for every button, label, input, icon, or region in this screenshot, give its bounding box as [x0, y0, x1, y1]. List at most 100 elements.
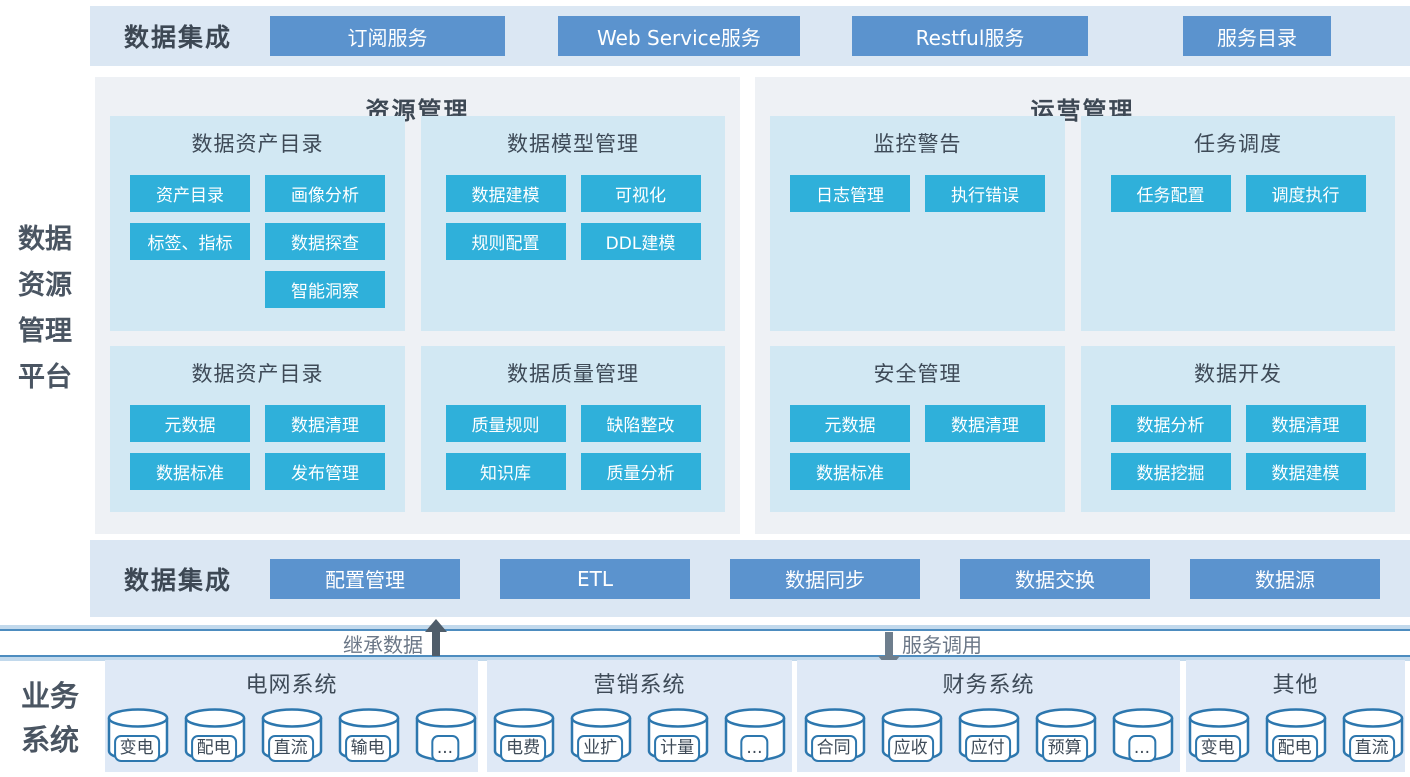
top-service-button[interactable]: 订阅服务	[270, 16, 505, 56]
database-row: 变电配电直流输电...	[105, 707, 478, 763]
business-label-line: 系统	[20, 723, 79, 757]
section-card: 数据资产目录元数据数据清理数据标准发布管理	[110, 346, 405, 512]
module-button[interactable]: 数据清理	[1245, 405, 1366, 442]
system-module-label: 计量	[654, 735, 701, 762]
module-button[interactable]: 执行错误	[925, 175, 1045, 212]
section-title: 数据开发	[1194, 362, 1282, 386]
panel-resource-management: 资源管理 数据资产目录资产目录画像分析标签、指标数据探查智能洞察数据模型管理数据…	[95, 77, 740, 534]
module-button[interactable]: 可视化	[580, 175, 701, 212]
database-cylinder-icon: ...	[414, 707, 478, 763]
business-group: 财务系统合同应收应付预算...	[797, 660, 1180, 772]
module-button[interactable]: 画像分析	[265, 175, 385, 212]
top-service-button[interactable]: 服务目录	[1183, 16, 1331, 56]
module-button[interactable]: 元数据	[790, 405, 910, 442]
database-cylinder-icon: 预算	[1034, 707, 1098, 763]
module-button[interactable]: DDL建模	[580, 223, 701, 260]
module-button[interactable]: 质量分析	[580, 453, 701, 490]
module-row: 资产目录画像分析	[130, 175, 385, 212]
module-button[interactable]: 数据挖掘	[1110, 453, 1231, 490]
module-row: 数据标准发布管理	[130, 453, 385, 490]
arrow-down-stem	[885, 631, 893, 656]
module-rows: 质量规则缺陷整改知识库质量分析	[421, 405, 725, 490]
system-module-label: 应收	[887, 735, 934, 762]
module-rows: 任务配置调度执行	[1081, 175, 1395, 212]
panel-title: 运营管理	[1030, 97, 1135, 125]
database-row: 电费业扩计量...	[487, 707, 792, 763]
integration-module-button[interactable]: 配置管理	[270, 558, 460, 599]
module-button[interactable]: 知识库	[445, 453, 566, 490]
resource-section-grid: 数据资产目录资产目录画像分析标签、指标数据探查智能洞察数据模型管理数据建模可视化…	[110, 116, 725, 512]
arrow-up-icon	[425, 618, 447, 656]
database-cylinder-icon: 变电	[106, 707, 170, 763]
system-module-label: 预算	[1041, 735, 1088, 762]
module-button[interactable]: 数据标准	[790, 453, 910, 490]
data-bus-divider: 继承数据 服务调用	[0, 618, 1410, 669]
top-service-button[interactable]: Web Service服务	[558, 16, 800, 56]
module-row: 数据标准	[790, 453, 1045, 490]
system-module-label: ...	[1127, 735, 1157, 762]
module-button[interactable]: 缺陷整改	[580, 405, 701, 442]
integration-module-button[interactable]: 数据源	[1190, 558, 1380, 599]
integration-module-button[interactable]: 数据交换	[960, 558, 1150, 599]
database-cylinder-icon: 计量	[646, 707, 710, 763]
business-group-title: 电网系统	[245, 673, 338, 698]
business-group-title: 财务系统	[942, 673, 1035, 698]
system-module-label: 变电	[113, 735, 160, 762]
module-button[interactable]: 日志管理	[790, 175, 910, 212]
integration-module-button[interactable]: ETL	[500, 558, 690, 599]
module-button[interactable]: 数据建模	[445, 175, 566, 212]
module-row: 元数据数据清理	[130, 405, 385, 442]
arrow-up-stem	[432, 631, 440, 656]
module-button[interactable]: 数据建模	[1245, 453, 1366, 490]
database-cylinder-icon: 业扩	[569, 707, 633, 763]
module-button[interactable]: 调度执行	[1245, 175, 1366, 212]
integration-module-button[interactable]: 数据同步	[730, 558, 920, 599]
module-button[interactable]: 元数据	[130, 405, 250, 442]
top-service-button[interactable]: Restful服务	[852, 16, 1088, 56]
operation-section-grid: 监控警告日志管理执行错误任务调度任务配置调度执行安全管理元数据数据清理数据标准数…	[770, 116, 1395, 512]
module-row: 数据挖掘数据建模	[1110, 453, 1366, 490]
module-button[interactable]: 任务配置	[1110, 175, 1231, 212]
module-button[interactable]: 智能洞察	[265, 271, 385, 308]
system-module-label: 业扩	[577, 735, 624, 762]
section-card: 监控警告日志管理执行错误	[770, 116, 1065, 331]
module-rows: 数据分析数据清理数据挖掘数据建模	[1081, 405, 1395, 490]
module-button[interactable]: 规则配置	[445, 223, 566, 260]
module-rows: 数据建模可视化规则配置 DDL建模	[421, 175, 725, 260]
module-rows: 资产目录画像分析标签、指标数据探查智能洞察	[110, 175, 405, 308]
module-button[interactable]: 数据探查	[265, 223, 385, 260]
platform-title: 数据资源管理平台	[0, 77, 90, 534]
section-title: 数据模型管理	[507, 132, 639, 156]
database-row: 变电配电直流	[1186, 707, 1405, 763]
module-row: 元数据数据清理	[790, 405, 1045, 442]
module-button[interactable]: 资产目录	[130, 175, 250, 212]
module-button[interactable]: 数据清理	[265, 405, 385, 442]
module-button[interactable]: 发布管理	[265, 453, 385, 490]
module-row: 标签、指标数据探查	[130, 223, 385, 260]
database-cylinder-icon: 变电	[1187, 707, 1251, 763]
database-cylinder-icon: 合同	[803, 707, 867, 763]
module-row: 数据建模可视化	[445, 175, 701, 212]
business-group: 其他变电配电直流	[1186, 660, 1405, 772]
panel-operation-management: 运营管理 监控警告日志管理执行错误任务调度任务配置调度执行安全管理元数据数据清理…	[755, 77, 1410, 534]
section-title: 监控警告	[873, 132, 962, 156]
module-button[interactable]: 数据清理	[925, 405, 1045, 442]
system-module-label: 电费	[500, 735, 547, 762]
module-button[interactable]: 标签、指标	[130, 223, 250, 260]
service-call-flow: 服务调用	[878, 631, 982, 669]
platform-title-line: 资源	[18, 270, 72, 301]
system-module-label: 合同	[810, 735, 857, 762]
system-module-label: 直流	[267, 735, 314, 762]
module-button[interactable]: 数据分析	[1110, 405, 1231, 442]
section-title: 任务调度	[1194, 132, 1282, 156]
module-button[interactable]: 质量规则	[445, 405, 566, 442]
module-button[interactable]: 数据标准	[130, 453, 250, 490]
arrow-up-head	[425, 618, 447, 632]
business-label-line: 业务	[20, 679, 79, 713]
database-cylinder-icon: 输电	[337, 707, 401, 763]
business-group: 营销系统电费业扩计量...	[487, 660, 792, 772]
module-row: 规则配置 DDL建模	[445, 223, 701, 260]
platform-title-line: 管理	[18, 316, 72, 347]
